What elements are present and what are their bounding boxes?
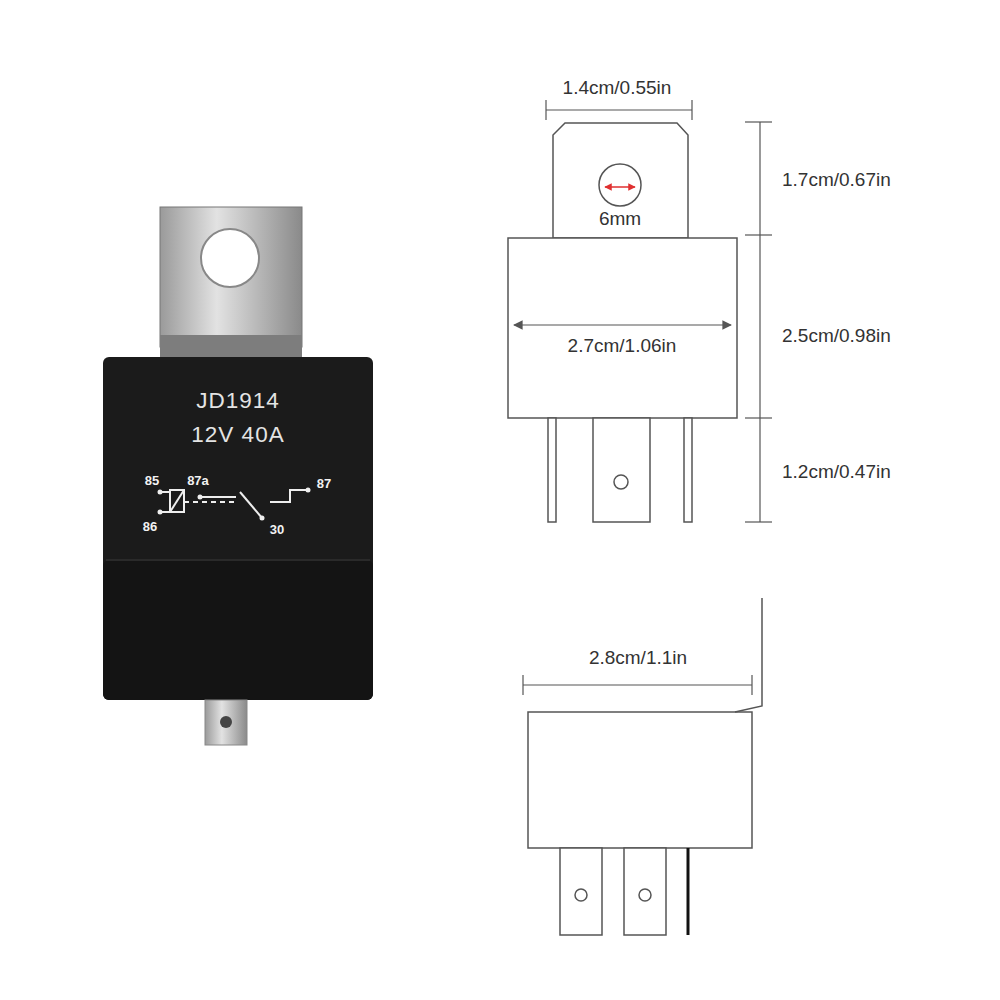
dimension-label: 2.5cm/0.98in [782,326,891,347]
schematic-dots [158,488,311,521]
dimension-label: 1.2cm/0.47in [782,462,891,483]
dimension-label: 1.4cm/0.55in [563,78,672,99]
pin-label: 87a [187,474,209,488]
model-number: JD1914 [103,388,373,414]
dimension-label: 2.7cm/1.06in [568,336,677,357]
bracket-hole [201,229,259,287]
terminal-hole [220,716,232,728]
dimension-label: 6mm [599,209,641,230]
relay-housing [103,357,373,700]
pin-label: 86 [143,520,157,534]
dimension-label: 2.8cm/1.1in [589,648,687,669]
dimension-lines [514,100,772,695]
relay-schematic [160,490,306,518]
relay-body: JD1914 12V 40A [103,388,373,456]
mounting-bracket [160,207,302,347]
dimension-label: 1.7cm/0.67in [782,170,891,191]
pin-edge [687,848,690,935]
rating-text: 12V 40A [103,422,373,448]
hole-dimension [605,186,635,188]
terminal-tab [205,700,247,745]
housing-shade [103,560,373,700]
pin-label: 87 [317,477,331,491]
front-view [508,123,737,522]
bracket-bend [160,335,302,360]
side-view [528,598,762,935]
pin-label: 30 [270,523,284,537]
housing-edge [106,559,370,561]
pin-label: 85 [145,474,159,488]
